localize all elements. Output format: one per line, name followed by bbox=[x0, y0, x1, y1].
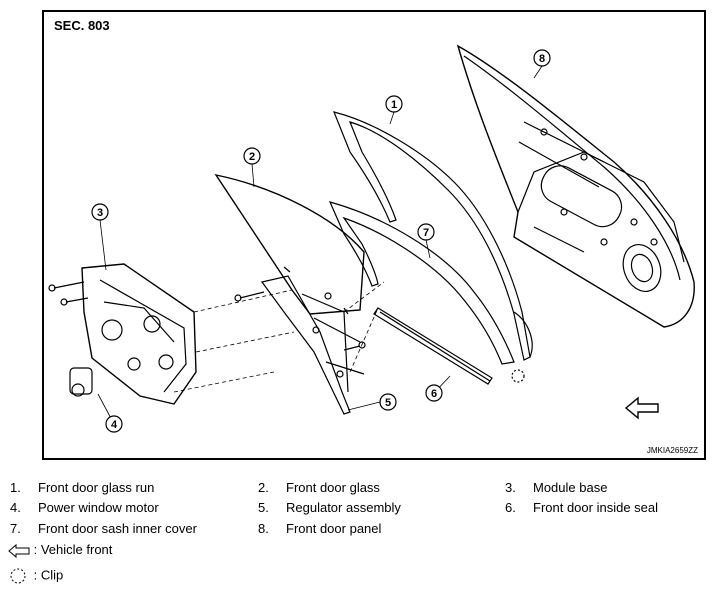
front-door-panel-part bbox=[456, 44, 695, 328]
svg-text:1: 1 bbox=[391, 99, 397, 111]
legend-number: 5. bbox=[258, 500, 269, 515]
svg-text:3: 3 bbox=[97, 207, 103, 219]
svg-text:6: 6 bbox=[431, 388, 437, 400]
regulator-assembly-part bbox=[234, 275, 366, 415]
front-door-glass-run-part bbox=[333, 111, 533, 361]
clip-key: : Clip bbox=[8, 567, 63, 585]
callout-8: 8 bbox=[533, 49, 551, 67]
legend-label: Module base bbox=[533, 480, 608, 495]
legend-number: 8. bbox=[258, 521, 269, 536]
legend-label: Front door panel bbox=[286, 521, 382, 536]
legend-label: Front door glass bbox=[286, 480, 380, 495]
clip-icon bbox=[511, 369, 525, 383]
legend-label: Regulator assembly bbox=[286, 500, 401, 515]
legend-number: 6. bbox=[505, 500, 516, 515]
exploded-view-drawing: 8 1 2 3 7 5 6 4 bbox=[48, 44, 695, 433]
front-door-glass-part bbox=[214, 173, 365, 315]
diagram-frame: SEC. 803 bbox=[42, 10, 706, 460]
legend-number: 4. bbox=[10, 500, 21, 515]
section-title: SEC. 803 bbox=[54, 18, 110, 33]
svg-text:4: 4 bbox=[111, 419, 118, 431]
svg-text:2: 2 bbox=[249, 151, 255, 163]
legend-label: Front door inside seal bbox=[533, 500, 659, 515]
callout-3: 3 bbox=[91, 203, 109, 221]
callout-1: 1 bbox=[385, 95, 403, 113]
legend-label: Front door sash inner cover bbox=[38, 521, 197, 536]
callout-7: 7 bbox=[417, 223, 435, 241]
vehicle-front-key: : Vehicle front bbox=[8, 542, 112, 558]
callout-5: 5 bbox=[379, 393, 397, 411]
callout-4: 4 bbox=[105, 415, 123, 433]
leader-lines bbox=[97, 65, 543, 425]
legend-number: 3. bbox=[505, 480, 516, 495]
svg-text:7: 7 bbox=[423, 227, 429, 239]
legend-number: 7. bbox=[10, 521, 21, 536]
legend-number: 1. bbox=[10, 480, 21, 495]
clip-label: : Clip bbox=[33, 567, 64, 583]
vehicle-front-arrow-icon bbox=[8, 543, 30, 558]
vehicle-front-label: : Vehicle front bbox=[33, 542, 113, 557]
alignment-lines bbox=[173, 281, 385, 393]
legend-label: Front door glass run bbox=[38, 480, 155, 495]
front-door-inside-seal-part bbox=[373, 307, 493, 385]
svg-text:8: 8 bbox=[539, 53, 545, 65]
power-window-motor-part bbox=[69, 367, 93, 397]
callout-2: 2 bbox=[243, 147, 261, 165]
callout-6: 6 bbox=[425, 384, 443, 402]
legend-number: 2. bbox=[258, 480, 269, 495]
vehicle-front-arrow-icon bbox=[624, 396, 659, 420]
legend-label: Power window motor bbox=[38, 500, 159, 515]
image-code: JMKIA2659ZZ bbox=[646, 446, 698, 455]
front-door-sash-inner-cover-part bbox=[328, 201, 515, 365]
clip-icon bbox=[10, 568, 26, 584]
svg-text:5: 5 bbox=[385, 397, 391, 409]
module-base-part bbox=[48, 263, 197, 405]
